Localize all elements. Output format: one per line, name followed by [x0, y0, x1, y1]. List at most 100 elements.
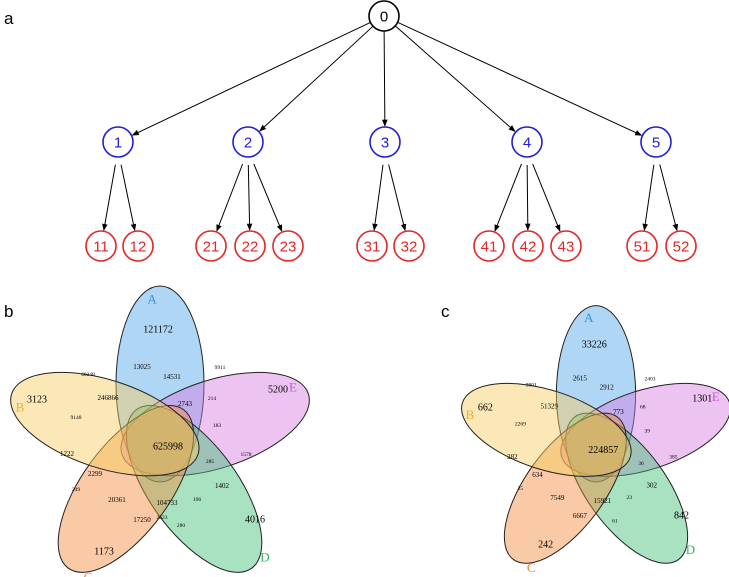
venn-set-c — [57, 405, 195, 573]
node-label: 1 — [114, 135, 122, 152]
region-value-r11: 282 — [507, 453, 518, 461]
edge-root-5 — [397, 21, 643, 136]
node-label: 3 — [381, 135, 389, 152]
region-value-B: 3123 — [27, 395, 47, 406]
region-value-r1: 13025 — [133, 363, 151, 371]
venn-set-d — [565, 412, 689, 564]
region-value-r21: 61 — [612, 519, 618, 525]
region-value-r18: 23 — [627, 495, 633, 501]
node-label: 4 — [523, 135, 531, 152]
edge-4-43 — [532, 163, 561, 232]
node-label: 5 — [652, 135, 660, 152]
venn-set-a — [115, 285, 205, 483]
region-value-r4: 51329 — [540, 402, 558, 410]
node-circle — [640, 126, 672, 158]
venn-set-b — [461, 382, 632, 477]
region-value-r14: 1402 — [215, 482, 230, 490]
tree-node-12: 12 — [122, 230, 154, 262]
edge-2-21 — [216, 163, 244, 232]
region-value-r20: 2623 — [157, 515, 168, 521]
node-label: 52 — [673, 239, 690, 256]
region-value-r5: 773 — [613, 408, 624, 416]
tree-node-3: 3 — [369, 126, 401, 158]
node-circle — [85, 230, 117, 262]
node-circle — [102, 126, 134, 158]
region-value-r19: 6667 — [573, 512, 588, 520]
node-circle — [665, 230, 697, 262]
tree-node-41: 41 — [473, 230, 505, 262]
node-circle — [473, 230, 505, 262]
tree-node-2: 2 — [232, 126, 264, 158]
region-value-E: 1301 — [692, 394, 712, 405]
edge-root-2 — [259, 25, 374, 132]
tree-node-23: 23 — [272, 230, 304, 262]
venn-set-c — [503, 412, 627, 564]
edge-4-41 — [494, 163, 522, 232]
edge-root-4 — [394, 25, 516, 132]
tree-node-31: 31 — [356, 230, 388, 262]
venn-diagram-c: AEDCB33226662242842130122485726152912240… — [461, 305, 729, 575]
venn-set-e — [560, 382, 729, 477]
node-label: 12 — [130, 239, 147, 256]
edge-root-3 — [382, 30, 388, 127]
node-circle — [356, 230, 388, 262]
edge-1-12 — [120, 164, 137, 232]
region-value-A: 121172 — [143, 325, 173, 336]
node-label: 21 — [203, 239, 220, 256]
region-value-r17: 104733 — [157, 499, 179, 507]
node-label: 2 — [244, 135, 252, 152]
set-label-e: E — [712, 389, 720, 404]
region-value-r15: 249 — [72, 487, 81, 493]
region-value-r9: 9148 — [71, 415, 82, 421]
tree-node-4: 4 — [511, 126, 543, 158]
region-value-r16: 20361 — [108, 496, 126, 504]
region-value-r7: 9801 — [526, 383, 537, 389]
node-circle — [232, 126, 264, 158]
node-circle — [368, 0, 400, 32]
region-value-r3: 2403 — [645, 376, 656, 382]
region-value-B: 662 — [478, 403, 493, 414]
tree-node-11: 11 — [85, 230, 117, 262]
node-circle — [234, 230, 266, 262]
tree-node-52: 52 — [665, 230, 697, 262]
region-value-r10: 1578 — [241, 452, 252, 458]
edge-3-31 — [372, 164, 384, 231]
tree-node-42: 42 — [512, 230, 544, 262]
region-value-r4: 246866 — [98, 394, 120, 402]
set-label-d: D — [260, 550, 269, 565]
venn-set-e — [120, 371, 310, 477]
edge-5-52 — [659, 164, 679, 232]
region-value-r17: 15921 — [594, 497, 612, 505]
region-value-r13: 2299 — [88, 470, 103, 478]
region-value-r9: 2269 — [515, 421, 526, 427]
region-value-r15: 25 — [518, 486, 524, 492]
tree-node-root: 0 — [368, 0, 400, 32]
node-circle — [550, 230, 582, 262]
region-value-r8: 183 — [213, 423, 222, 429]
venn-set-a — [555, 305, 637, 483]
node-circle — [272, 230, 304, 262]
tree-node-51: 51 — [626, 230, 658, 262]
node-label: 31 — [364, 239, 381, 256]
region-value-r16: 7549 — [550, 494, 565, 502]
set-label-e: E — [289, 380, 297, 395]
region-value-r8: 39 — [645, 429, 651, 435]
region-value-r3: 9911 — [215, 365, 226, 371]
region-value-A: 33226 — [582, 340, 607, 351]
edge-1-11 — [102, 164, 116, 231]
region-value-D: 842 — [674, 511, 689, 522]
region-value-r11: 1222 — [60, 450, 75, 458]
node-circle — [512, 230, 544, 262]
venn-set-b — [10, 371, 200, 477]
region-value-r5: 2743 — [178, 400, 193, 408]
node-label: 11 — [93, 239, 109, 256]
tree-node-1: 1 — [102, 126, 134, 158]
region-value-r18: 196 — [193, 497, 202, 503]
region-value-r14: 302 — [647, 482, 658, 490]
tree-node-5: 5 — [640, 126, 672, 158]
edge-5-51 — [642, 164, 655, 231]
node-circle — [393, 230, 425, 262]
node-circle — [195, 230, 227, 262]
region-value-r2: 2912 — [600, 384, 615, 392]
